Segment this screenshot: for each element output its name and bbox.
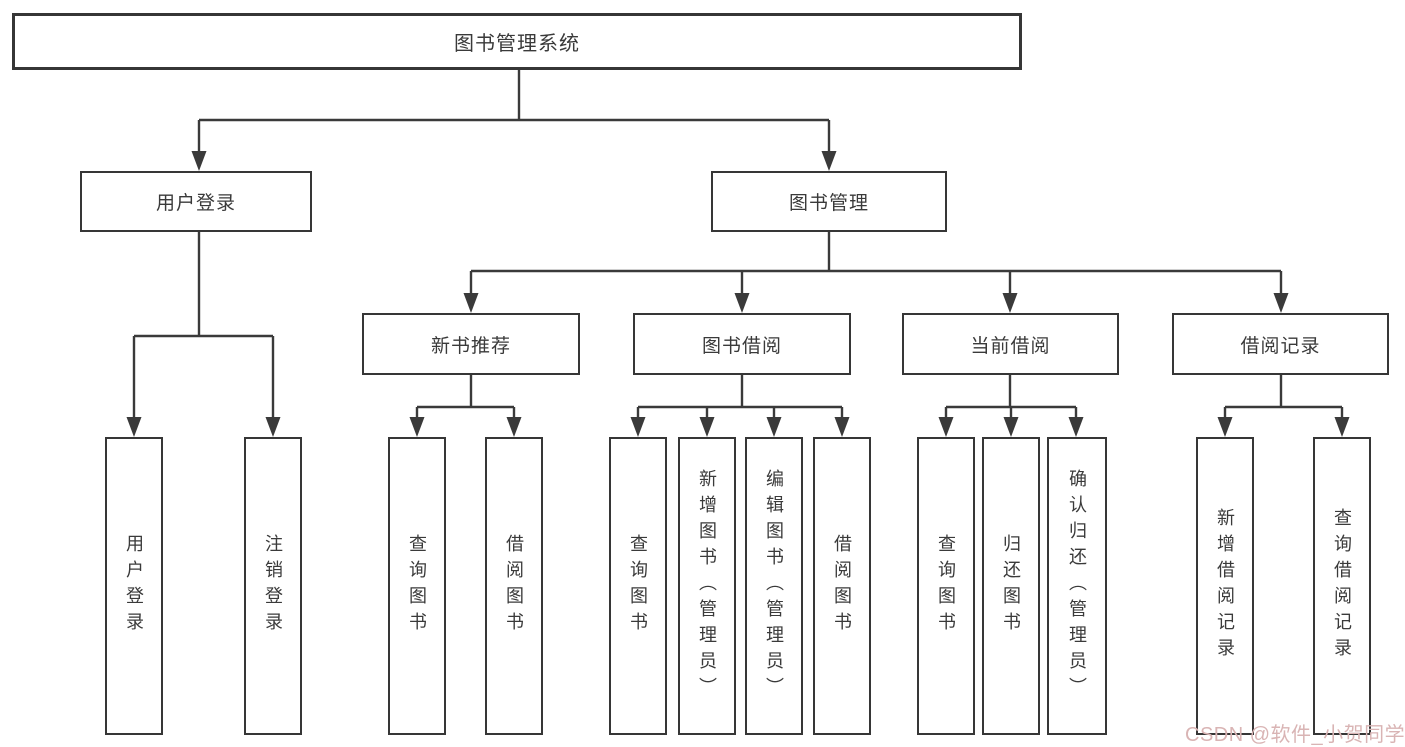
- node-book-borrowing: 图书借阅: [633, 313, 851, 375]
- node-label: 编辑图书（管理员）: [764, 469, 784, 703]
- node-label: 新增借阅记录: [1215, 508, 1235, 664]
- node-borrowing-records: 借阅记录: [1172, 313, 1389, 375]
- leaf-borrow-books-2: 借阅图书: [813, 437, 871, 735]
- node-label: 借阅图书: [504, 534, 524, 638]
- csdn-watermark: CSDN @软件_小贺同学: [1185, 724, 1405, 746]
- node-label: 确认归还（管理员）: [1067, 469, 1087, 703]
- node-library-system: 图书管理系统: [12, 13, 1022, 70]
- leaf-edit-books-admin: 编辑图书（管理员）: [745, 437, 803, 735]
- node-book-management-branch: 图书管理: [711, 171, 947, 232]
- node-label: 查询图书: [407, 534, 427, 638]
- node-label: 新增图书（管理员）: [697, 469, 717, 703]
- leaf-confirm-return-admin: 确认归还（管理员）: [1047, 437, 1107, 735]
- leaf-query-borrow-record: 查询借阅记录: [1313, 437, 1371, 735]
- node-label: 用户登录: [155, 193, 236, 214]
- node-label: 用户登录: [124, 534, 144, 638]
- leaf-borrow-books-1: 借阅图书: [485, 437, 543, 735]
- node-label: 图书管理系统: [454, 33, 580, 55]
- node-label: 当前借阅: [970, 335, 1051, 357]
- node-current-borrowing: 当前借阅: [902, 313, 1119, 375]
- node-label: 借阅图书: [832, 534, 852, 638]
- node-label: 归还图书: [1001, 534, 1021, 638]
- node-label: 注销登录: [263, 534, 283, 638]
- node-user-login-branch: 用户登录: [80, 171, 312, 232]
- leaf-user-login: 用户登录: [105, 437, 163, 735]
- node-label: 查询图书: [628, 534, 648, 638]
- node-label: 图书借阅: [701, 335, 782, 357]
- leaf-query-books-3: 查询图书: [917, 437, 975, 735]
- leaf-add-books-admin: 新增图书（管理员）: [678, 437, 736, 735]
- node-new-book-recommend: 新书推荐: [362, 313, 580, 375]
- node-label: 借阅记录: [1240, 335, 1321, 357]
- leaf-logout: 注销登录: [244, 437, 302, 735]
- node-label: 查询图书: [936, 534, 956, 638]
- node-label: 新书推荐: [430, 335, 511, 357]
- leaf-query-books-2: 查询图书: [609, 437, 667, 735]
- leaf-return-books: 归还图书: [982, 437, 1040, 735]
- node-label: 图书管理: [788, 193, 869, 214]
- node-label: 查询借阅记录: [1332, 508, 1352, 664]
- leaf-add-borrow-record: 新增借阅记录: [1196, 437, 1254, 735]
- leaf-query-books-1: 查询图书: [388, 437, 446, 735]
